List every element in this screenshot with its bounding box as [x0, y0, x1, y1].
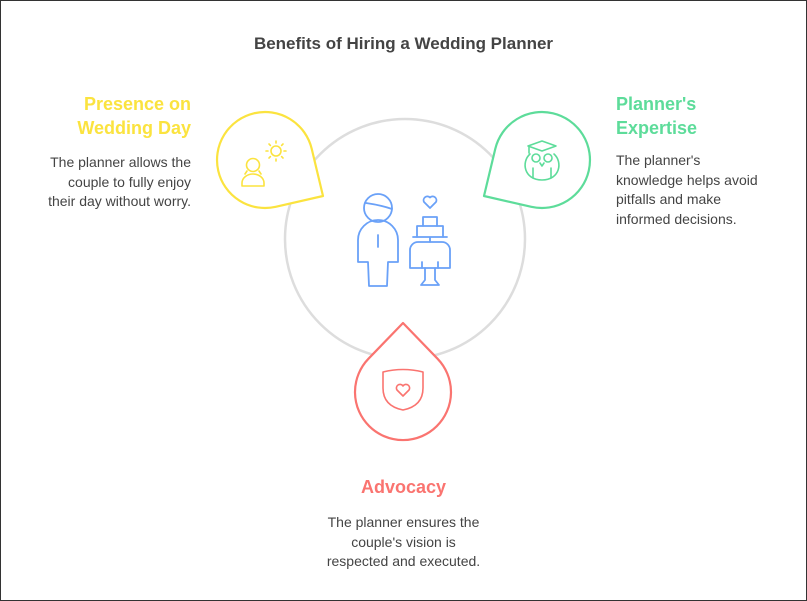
central-ring [283, 117, 527, 361]
expertise-text-line: informed decisions. [616, 210, 737, 227]
advocacy-heading-line: Advocacy [360, 477, 447, 497]
groom-cake-icon [357, 193, 451, 287]
expertise-text-line: The planner's [616, 152, 701, 168]
presence-text-line: couple to fully enjoy [68, 173, 191, 190]
expertise-text-line: pitfalls and make [616, 191, 722, 207]
presence-heading: Presence on Wedding Day [77, 92, 191, 140]
advocacy-text-line: couple's vision is [351, 533, 456, 550]
presence-heading-line: Wedding Day [77, 118, 191, 138]
expertise-description: The planner's knowledge helps avoid pitf… [616, 151, 758, 229]
presence-text-line: their day without worry. [48, 193, 191, 209]
shield-heart-icon [382, 368, 424, 411]
expertise-drop [482, 110, 592, 210]
diagram-title: Benefits of Hiring a Wedding Planner [253, 34, 554, 53]
advocacy-description: The planner ensures the couple's vision … [0, 513, 807, 572]
presence-description: The planner allows the couple to fully e… [48, 153, 191, 212]
expertise-text-line: knowledge helps avoid [616, 171, 758, 188]
presence-drop [215, 110, 325, 210]
presence-text-line: The planner allows the [50, 154, 191, 170]
bride-sun-icon [241, 140, 287, 187]
expertise-heading-line: Expertise [616, 118, 698, 138]
expertise-heading-line: Planner's [616, 94, 697, 114]
advocacy-drop [353, 321, 453, 442]
presence-heading-line: Presence on [83, 94, 191, 114]
advocacy-heading: Advocacy [0, 475, 807, 499]
advocacy-text-line: respected and executed. [326, 553, 481, 569]
expertise-heading: Planner's Expertise [616, 92, 697, 140]
owl-graduate-icon [524, 140, 560, 181]
advocacy-text-line: The planner ensures the [327, 514, 480, 530]
